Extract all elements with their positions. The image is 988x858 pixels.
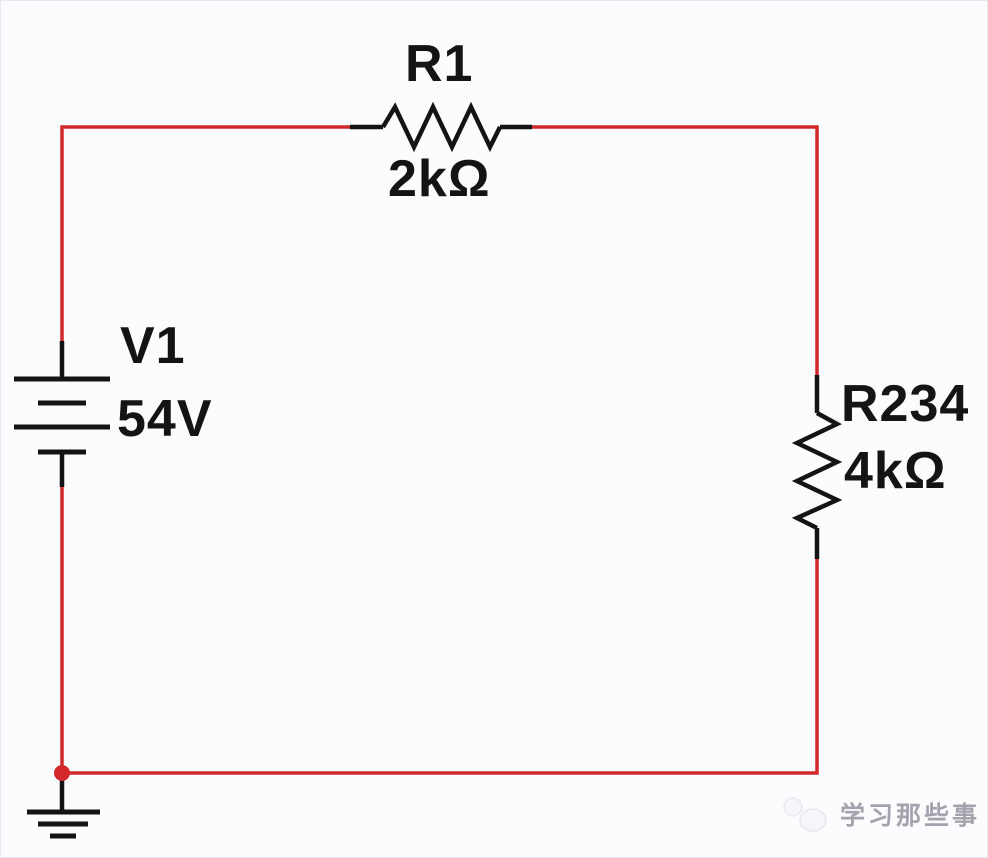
resistor-r1-symbol [350,101,532,153]
resistor-r234-zigzag [791,411,843,531]
watermark-text: 学习那些事 [840,802,981,830]
resistor-r234-value-label: 4kΩ [844,442,947,500]
resistor-r1-name-label: R1 [405,35,474,93]
ground-symbol [27,773,100,839]
resistor-r1-zigzag [381,101,503,153]
battery-v1-symbol [14,341,110,487]
resistor-r1-value-label: 2kΩ [388,150,491,208]
junction-dot [54,765,70,781]
wire-bottom-segment [60,485,819,775]
source-v1-name-label: V1 [120,317,186,375]
wire-loop [60,125,819,775]
wire-top-right-segment [530,125,819,377]
resistor-r234-name-label: R234 [841,375,970,433]
watermark-logo-icon [783,797,827,832]
resistor-r234-symbol [791,375,843,559]
wire-top-left-segment [60,125,352,343]
source-v1-value-label: 54V [117,390,213,448]
